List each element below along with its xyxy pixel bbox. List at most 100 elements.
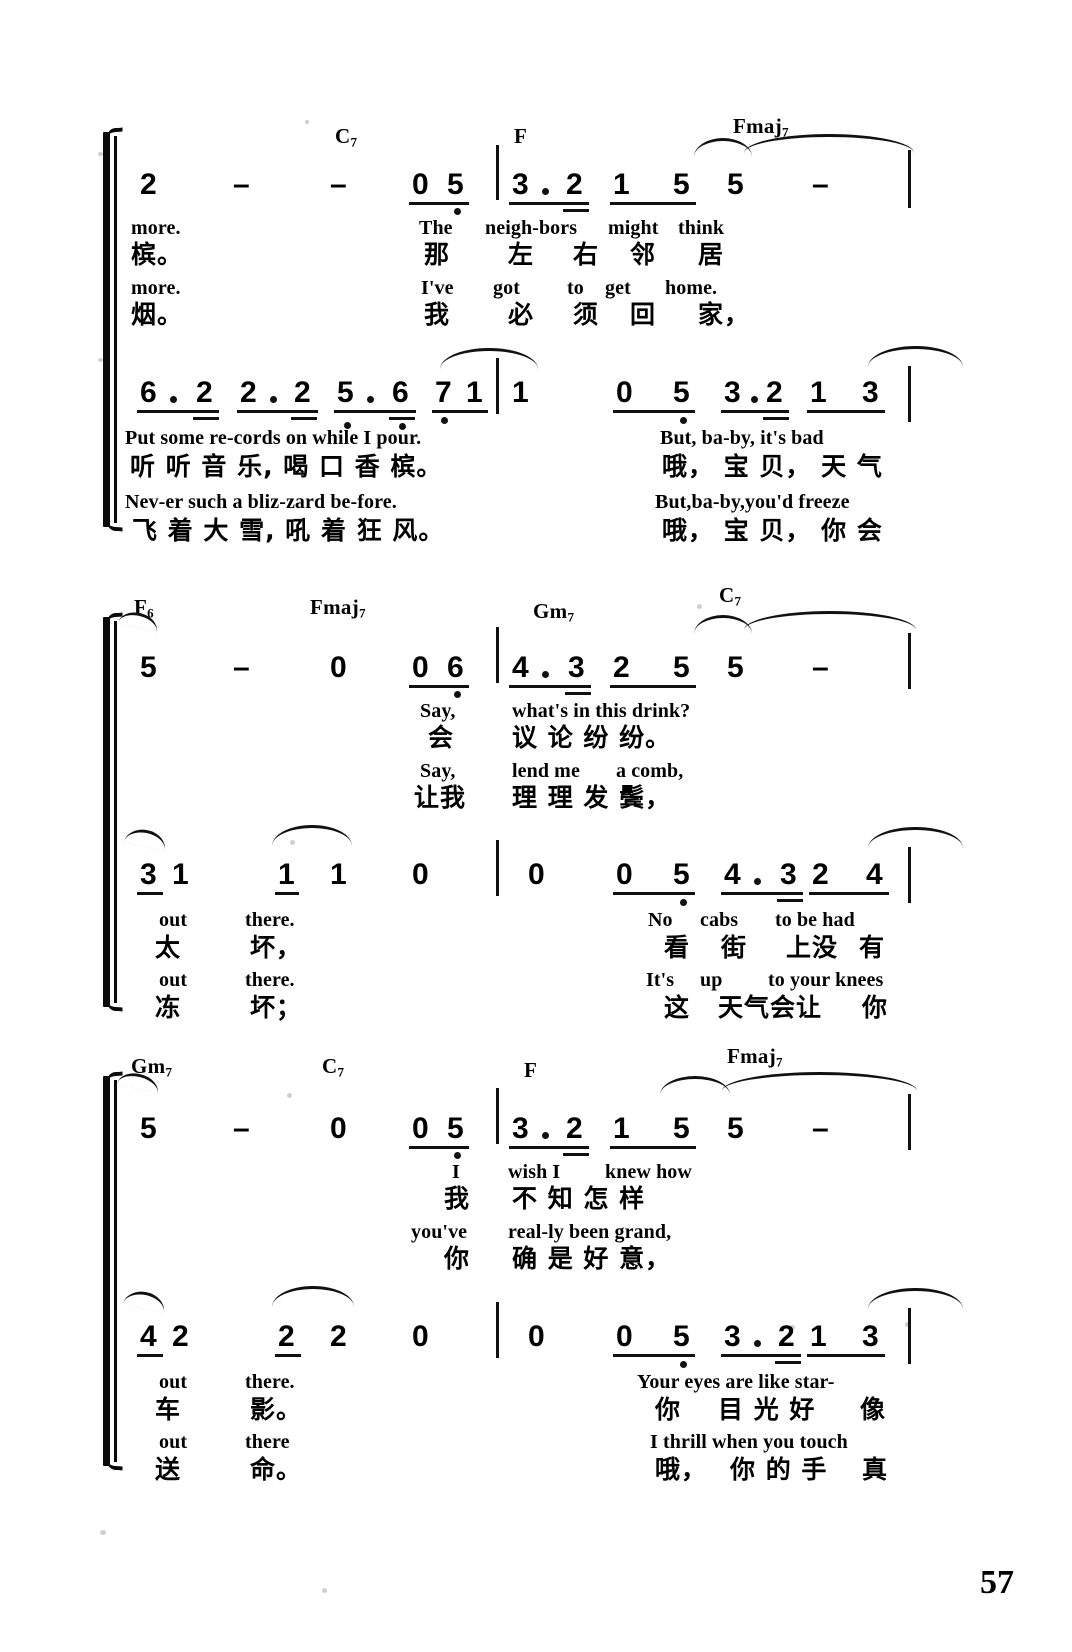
note: 0 <box>616 858 633 891</box>
lyric-en-2: out <box>159 1431 188 1453</box>
lyric-en-2: up <box>700 969 723 991</box>
lyric-cn-2: 确 是 好 意， <box>512 1244 672 1273</box>
barline <box>908 633 911 689</box>
lyric-en-1: wish I <box>508 1161 561 1183</box>
note: 0 <box>616 376 633 409</box>
page-number: 57 <box>980 1564 1014 1601</box>
beam-underline <box>610 685 696 688</box>
octave-dot-low <box>454 691 461 698</box>
chord-root: Fmaj <box>727 1044 777 1068</box>
note: 6 <box>392 376 409 409</box>
scan-speck <box>100 1530 106 1535</box>
tie-arc <box>272 825 352 846</box>
note: 1 <box>613 168 630 201</box>
note: 5 <box>337 376 354 409</box>
tie-arc <box>868 827 963 848</box>
chord-ext: 7 <box>782 124 789 140</box>
tie-arc <box>722 1072 917 1091</box>
note: 1 <box>613 1112 630 1145</box>
note: 3 <box>862 1320 879 1353</box>
lyric-en-1: more. <box>131 217 181 239</box>
note: 2 <box>278 1320 295 1353</box>
lyric-en-1: Put some re-cords on while I pour. <box>125 427 422 449</box>
tie-arc <box>744 611 916 630</box>
augmentation-dot <box>751 396 758 403</box>
lyric-cn-1: 哦， 宝 贝， 天 气 <box>662 452 883 481</box>
octave-dot-low <box>680 899 687 906</box>
beam-underline <box>610 1146 696 1149</box>
chord-ext: 7 <box>359 605 366 621</box>
chord-root: F <box>524 1058 538 1082</box>
note: 2 <box>566 1112 583 1145</box>
lyric-en-2: Say, <box>420 760 456 782</box>
note: 2 <box>172 1320 189 1353</box>
note: 3 <box>568 651 585 684</box>
lyric-cn-1: 听 听 音 乐, 喝 口 香 槟。 <box>130 452 443 481</box>
note: 3 <box>140 858 157 891</box>
lyric-cn-1: 有 <box>859 933 886 962</box>
beam-underline <box>334 410 416 413</box>
beam-underline-2 <box>563 209 589 212</box>
lyric-cn-1: 你 <box>655 1395 682 1424</box>
beam-underline <box>721 1354 801 1357</box>
note: 1 <box>172 858 189 891</box>
lyric-en-1: what's in this drink? <box>512 700 691 722</box>
note: 5 <box>673 376 690 409</box>
tie-arc <box>868 1288 963 1309</box>
lyric-en-1: cabs <box>700 909 739 931</box>
chord-root: Gm <box>131 1054 166 1078</box>
lyric-cn-1: 会 <box>428 723 455 752</box>
note: 0 <box>330 651 347 684</box>
scan-speck <box>98 152 103 156</box>
note: 5 <box>447 1112 464 1145</box>
note: 3 <box>780 858 797 891</box>
lyric-cn-1: 我 <box>444 1184 471 1213</box>
note: 5 <box>673 1112 690 1145</box>
augmentation-dot <box>270 396 277 403</box>
lyric-cn-2: 坏； <box>250 993 303 1022</box>
lyric-en-1: neigh-bors <box>485 217 578 239</box>
scan-speck <box>305 120 309 124</box>
note: 2 <box>613 651 630 684</box>
note: 3 <box>862 376 879 409</box>
note: 4 <box>866 858 883 891</box>
lyric-cn-1: 上没 <box>786 933 839 962</box>
note: 5 <box>727 651 744 684</box>
beam-underline <box>613 410 695 413</box>
tie-arc <box>272 1286 354 1307</box>
lyric-en-2: lend me <box>512 760 580 782</box>
octave-dot-low <box>454 208 461 215</box>
beam-underline <box>809 892 889 895</box>
octave-dot-low <box>441 417 448 424</box>
lyric-cn-2: 天气会让 <box>718 993 823 1022</box>
note: 0 <box>412 858 429 891</box>
lyric-cn-2: 理 理 发 鬓， <box>512 783 672 812</box>
beam-underline <box>275 892 299 895</box>
octave-dot-low <box>680 1361 687 1368</box>
octave-dot-low <box>399 423 406 430</box>
note: 2 <box>330 1320 347 1353</box>
lyric-en-1: think <box>678 217 725 239</box>
note: 5 <box>140 1112 157 1145</box>
lyric-en-2: a comb, <box>616 760 684 782</box>
scan-speck <box>905 1322 910 1327</box>
lyric-en-2: I thrill when you touch <box>650 1431 848 1453</box>
chord-symbol: F6 <box>134 597 154 620</box>
lyric-cn-1: 像 <box>860 1395 887 1424</box>
lyric-cn-2: 哦， <box>655 1455 708 1484</box>
chord-root: F <box>134 595 148 619</box>
chord-root: C <box>335 124 351 148</box>
chord-symbol: C7 <box>322 1056 344 1079</box>
chord-root: Fmaj <box>733 114 783 138</box>
note: 1 <box>512 376 529 409</box>
chord-root: C <box>322 1054 338 1078</box>
chord-ext: 7 <box>567 609 574 625</box>
barline <box>496 1302 499 1358</box>
beam-underline <box>613 1354 695 1357</box>
lyric-en-1: out <box>159 1371 188 1393</box>
lyric-en-2: out <box>159 969 188 991</box>
scan-speck <box>322 1588 327 1593</box>
note: 0 <box>330 1112 347 1145</box>
octave-dot-low <box>454 1152 461 1159</box>
